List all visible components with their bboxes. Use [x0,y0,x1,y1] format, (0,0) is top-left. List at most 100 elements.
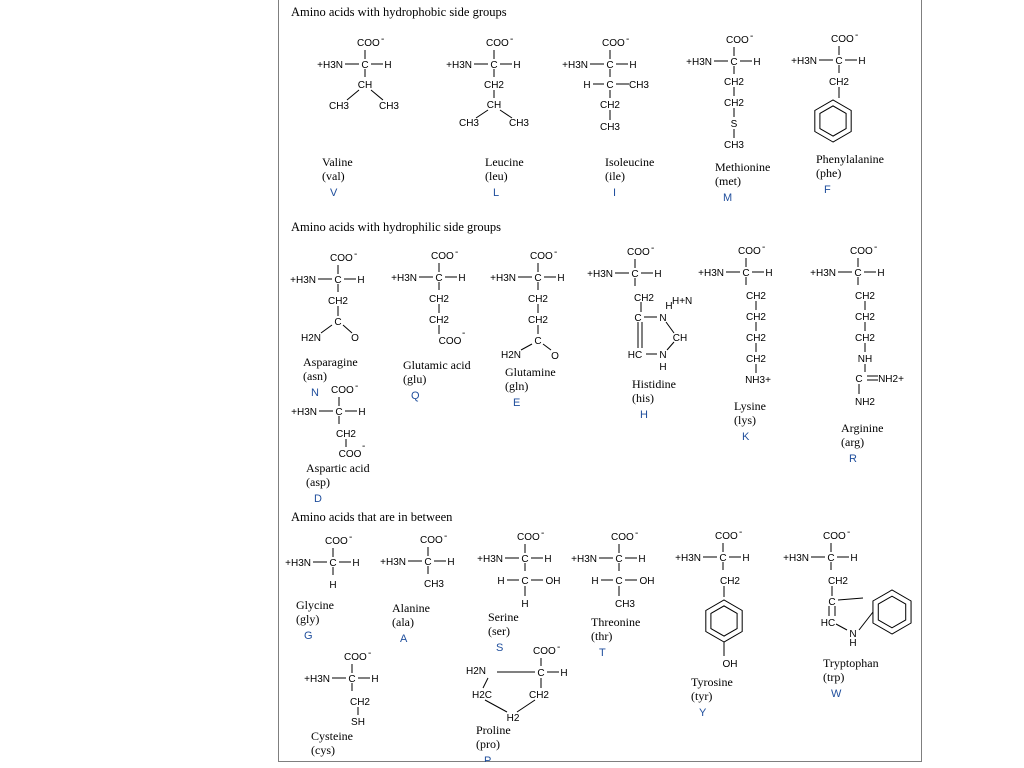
atom-label: H [591,576,598,587]
atom-label: CH2 [528,294,548,305]
amino-label: +H3N [291,407,317,418]
bond [320,324,333,334]
amino-acid-abbreviation: (leu) [485,169,508,183]
charge-label: H+N [672,296,692,307]
bond [542,343,552,351]
atom-label: NH [858,354,872,365]
bond [835,623,848,631]
bond [837,597,864,601]
amino-label: +H3N [675,553,701,564]
amino-label: +H3N [446,60,472,71]
atom-label: CH2 [746,354,766,365]
one-letter-code: A [400,633,408,645]
atom-label: S [731,119,738,130]
one-letter-code: C [319,761,327,762]
atom-label: CH3 [724,140,744,151]
carboxylate-label: COO [330,253,353,264]
atom-label: CH2 [829,77,849,88]
atom-label: H [458,273,465,284]
atom-label: H [659,362,666,373]
carboxylate-label: COO [530,251,553,262]
amino-acid-abbreviation: (lys) [734,413,756,427]
atom-label: H [384,60,391,71]
atom-label: H [638,554,645,565]
amino-acid-abbreviation: (cys) [311,743,335,757]
section-title: Amino acids with hydrophobic side groups [291,5,507,19]
amino-acid-abbreviation: (met) [715,174,741,188]
atom-label: H [654,269,661,280]
charge-label: - [651,243,654,254]
bond [342,324,353,334]
amino-label: +H3N [290,275,316,286]
carboxylate-label: COO [831,34,854,45]
atom-label: H2N [501,350,521,361]
charge-label: - [381,34,384,45]
atom-label: CH2 [746,291,766,302]
section-title: Amino acids with hydrophilic side groups [291,220,501,234]
atom-label: CH3 [379,101,399,112]
atom-label: C [606,80,613,91]
atom-label: NH2+ [878,374,904,385]
amino-label: H2N [466,666,486,677]
atom-label: C [719,553,726,564]
amino-acid-abbreviation: (ile) [605,169,625,183]
atom-label: O [351,333,359,344]
atom-label: H [560,668,567,679]
amino-acid-name: Proline [476,723,511,737]
atom-label: CH2 [634,293,654,304]
atom-label: H [742,553,749,564]
amino-acid-name: Histidine [632,377,676,391]
bond [482,677,489,689]
bond [516,699,536,713]
atom-label: CH2 [828,576,848,587]
atom-label: N [849,629,856,640]
amino-acid-name: Leucine [485,155,524,169]
atom-label: H [858,56,865,67]
atom-label: C [631,269,638,280]
one-letter-code: M [723,192,732,204]
atom-label: CH [487,100,501,111]
amino-acid-name: Isoleucine [605,155,654,169]
atom-label: C [855,374,862,385]
atom-label: O [551,351,559,362]
carboxylate-label: COO [517,532,540,543]
charge-label: - [455,247,458,258]
amino-acid-abbreviation: (tyr) [691,689,712,703]
amino-label: +H3N [791,56,817,67]
carboxylate-label: COO [627,247,650,258]
aromatic-circle [819,105,847,137]
bond [484,699,508,713]
amino-acid-abbreviation: (ala) [392,615,414,629]
atom-label: OH [546,576,561,587]
atom-label: COO [339,449,362,460]
atom-label: C [348,674,355,685]
bond [475,109,489,119]
one-letter-code: H [640,409,648,421]
atom-label: H [583,80,590,91]
bond [858,611,874,631]
charge-label: - [349,532,352,543]
atom-label: C [742,268,749,279]
atom-label: H [629,60,636,71]
one-letter-code: G [304,630,313,642]
amino-acid-name: Cysteine [311,729,353,743]
amino-acid-name: Tryptophan [823,656,879,670]
carboxylate-label: COO [823,531,846,542]
atom-label: H [665,301,672,312]
atom-label: CH2 [528,315,548,326]
carboxylate-label: COO [486,38,509,49]
atom-label: CH2 [746,333,766,344]
atom-label: C [435,273,442,284]
atom-label: CH2 [724,77,744,88]
charge-label: - [557,642,560,653]
amino-label: +H3N [562,60,588,71]
amino-label: +H3N [304,674,330,685]
amino-acid-abbreviation: (arg) [841,435,864,449]
